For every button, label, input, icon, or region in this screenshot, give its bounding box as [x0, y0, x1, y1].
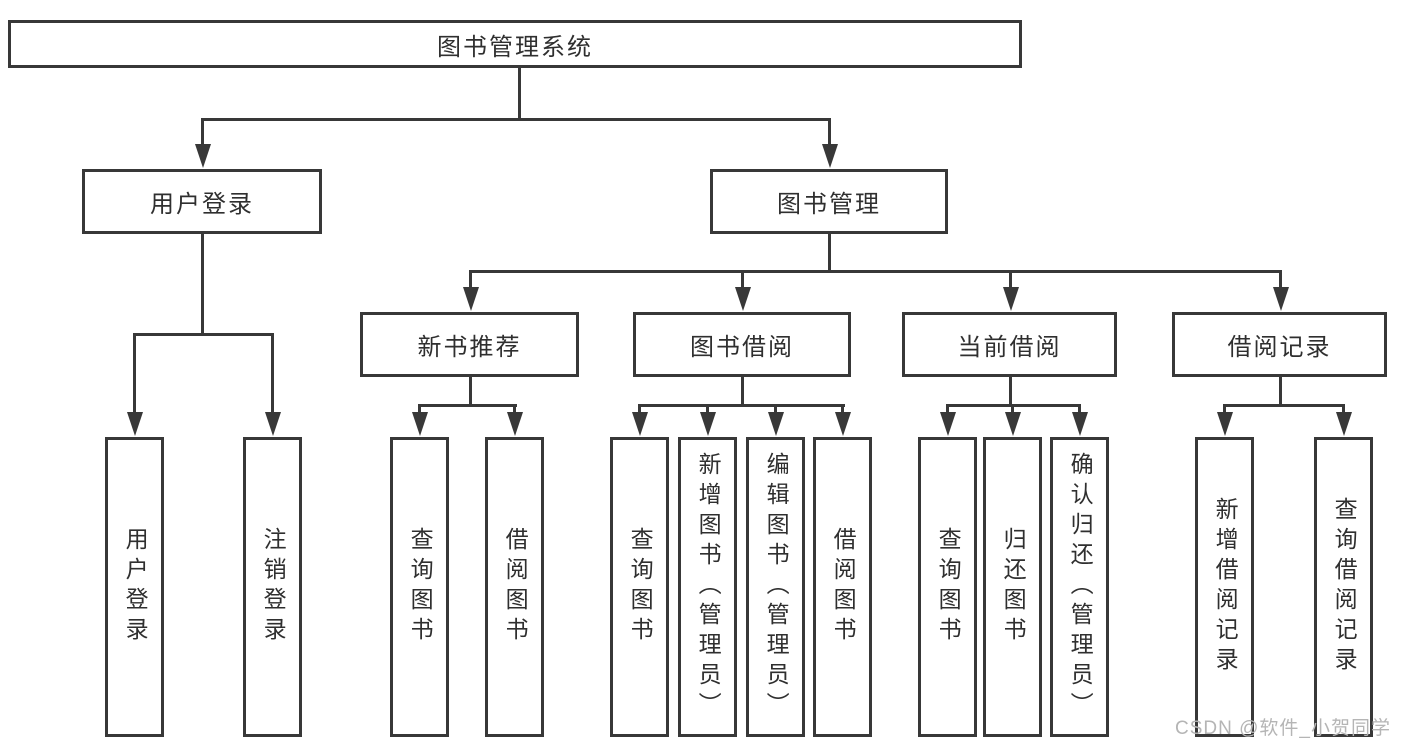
connector-stub-root — [518, 66, 521, 120]
csdn-watermark: CSDN @软件_小贺同学 — [1175, 718, 1391, 739]
leaf-borrow-books: 借阅图书 — [813, 437, 872, 737]
node-borrowing-records-label: 借阅记录 — [1227, 334, 1332, 361]
connector-arrow-to-leaf-add-books-admin — [706, 406, 709, 412]
node-book-management: 图书管理 — [710, 169, 948, 234]
leaf-edit-books-admin-label: 编辑图书（管理员） — [763, 452, 790, 722]
leaf-query-books-borrowing-label: 查询图书 — [627, 527, 654, 647]
connector-arrow-to-leaf-borrow-books-recommend — [513, 406, 516, 412]
node-book-management-label: 图书管理 — [777, 191, 881, 218]
connector-arrow-to-user-login — [201, 119, 204, 144]
node-new-book-recommendation: 新书推荐 — [360, 312, 579, 377]
node-user-login: 用户登录 — [82, 169, 322, 234]
connector-arrow-to-new-book-recommendation — [469, 271, 472, 287]
connector-stub-user-login — [201, 232, 204, 336]
leaf-return-books: 归还图书 — [983, 437, 1042, 737]
connector-bar-level1 — [201, 118, 831, 121]
leaf-confirm-return-admin-label: 确认归还（管理员） — [1067, 452, 1094, 722]
node-borrowing-records: 借阅记录 — [1172, 312, 1387, 377]
connector-stub-book-management — [828, 232, 831, 273]
connector-stub-current-borrowing — [1009, 375, 1012, 407]
connector-stub-borrowing-records — [1279, 375, 1282, 407]
connector-arrow-to-leaf-edit-books-admin — [774, 406, 777, 412]
leaf-query-books-current-label: 查询图书 — [935, 527, 962, 647]
connector-stub-new-book-recommendation — [469, 375, 472, 407]
leaf-query-books-current: 查询图书 — [918, 437, 977, 737]
connector-arrow-to-leaf-query-books-current — [946, 406, 949, 412]
connector-arrow-to-current-borrowing — [1009, 271, 1012, 287]
leaf-logout-label: 注销登录 — [260, 527, 287, 647]
leaf-user-login: 用户登录 — [105, 437, 164, 737]
node-current-borrowing-label: 当前借阅 — [957, 334, 1062, 361]
leaf-query-books-recommend-label: 查询图书 — [407, 527, 434, 647]
connector-arrow-to-leaf-user-login — [133, 334, 136, 412]
leaf-add-borrow-record-label: 新增借阅记录 — [1212, 497, 1239, 677]
node-book-borrowing: 图书借阅 — [633, 312, 851, 377]
leaf-add-books-admin: 新增图书（管理员） — [678, 437, 737, 737]
leaf-return-books-label: 归还图书 — [1000, 527, 1027, 647]
connector-arrow-to-borrowing-records — [1279, 271, 1282, 287]
connector-arrow-to-leaf-add-borrow-record — [1223, 406, 1226, 412]
node-current-borrowing: 当前借阅 — [902, 312, 1117, 377]
leaf-borrow-books-label: 借阅图书 — [830, 527, 857, 647]
connector-stub-book-borrowing — [741, 375, 744, 407]
leaf-query-borrow-record-label: 查询借阅记录 — [1331, 497, 1358, 677]
leaf-borrow-books-recommend-label: 借阅图书 — [502, 527, 529, 647]
connector-arrow-to-leaf-return-books — [1011, 406, 1014, 412]
leaf-query-books-borrowing: 查询图书 — [610, 437, 669, 737]
leaf-query-books-recommend: 查询图书 — [390, 437, 449, 737]
connector-arrow-to-leaf-confirm-return-admin — [1078, 406, 1081, 412]
connector-arrow-to-leaf-query-books-borrowing — [638, 406, 641, 412]
leaf-user-login-label: 用户登录 — [122, 527, 149, 647]
leaf-logout: 注销登录 — [243, 437, 302, 737]
connector-bar-user-login — [133, 333, 274, 336]
leaf-query-borrow-record: 查询借阅记录 — [1314, 437, 1373, 737]
node-new-book-recommendation-label: 新书推荐 — [417, 334, 522, 361]
connector-arrow-to-leaf-borrow-books — [841, 406, 844, 412]
node-library-system: 图书管理系统 — [8, 20, 1022, 68]
connector-bar-book-borrowing — [638, 404, 845, 407]
node-book-borrowing-label: 图书借阅 — [690, 334, 794, 361]
leaf-edit-books-admin: 编辑图书（管理员） — [746, 437, 805, 737]
node-user-login-label: 用户登录 — [150, 191, 254, 218]
leaf-confirm-return-admin: 确认归还（管理员） — [1050, 437, 1109, 737]
connector-bar-book-management — [469, 270, 1282, 273]
connector-arrow-to-book-management — [828, 119, 831, 144]
connector-arrow-to-leaf-query-books-recommend — [418, 406, 421, 412]
connector-bar-new-book-recommendation — [418, 404, 517, 407]
leaf-borrow-books-recommend: 借阅图书 — [485, 437, 544, 737]
connector-arrow-to-leaf-logout — [271, 334, 274, 412]
leaf-add-books-admin-label: 新增图书（管理员） — [695, 452, 722, 722]
node-library-system-label: 图书管理系统 — [437, 33, 593, 61]
leaf-add-borrow-record: 新增借阅记录 — [1195, 437, 1254, 737]
connector-arrow-to-book-borrowing — [741, 271, 744, 287]
connector-arrow-to-leaf-query-borrow-record — [1342, 406, 1345, 412]
connector-bar-borrowing-records — [1223, 404, 1345, 407]
